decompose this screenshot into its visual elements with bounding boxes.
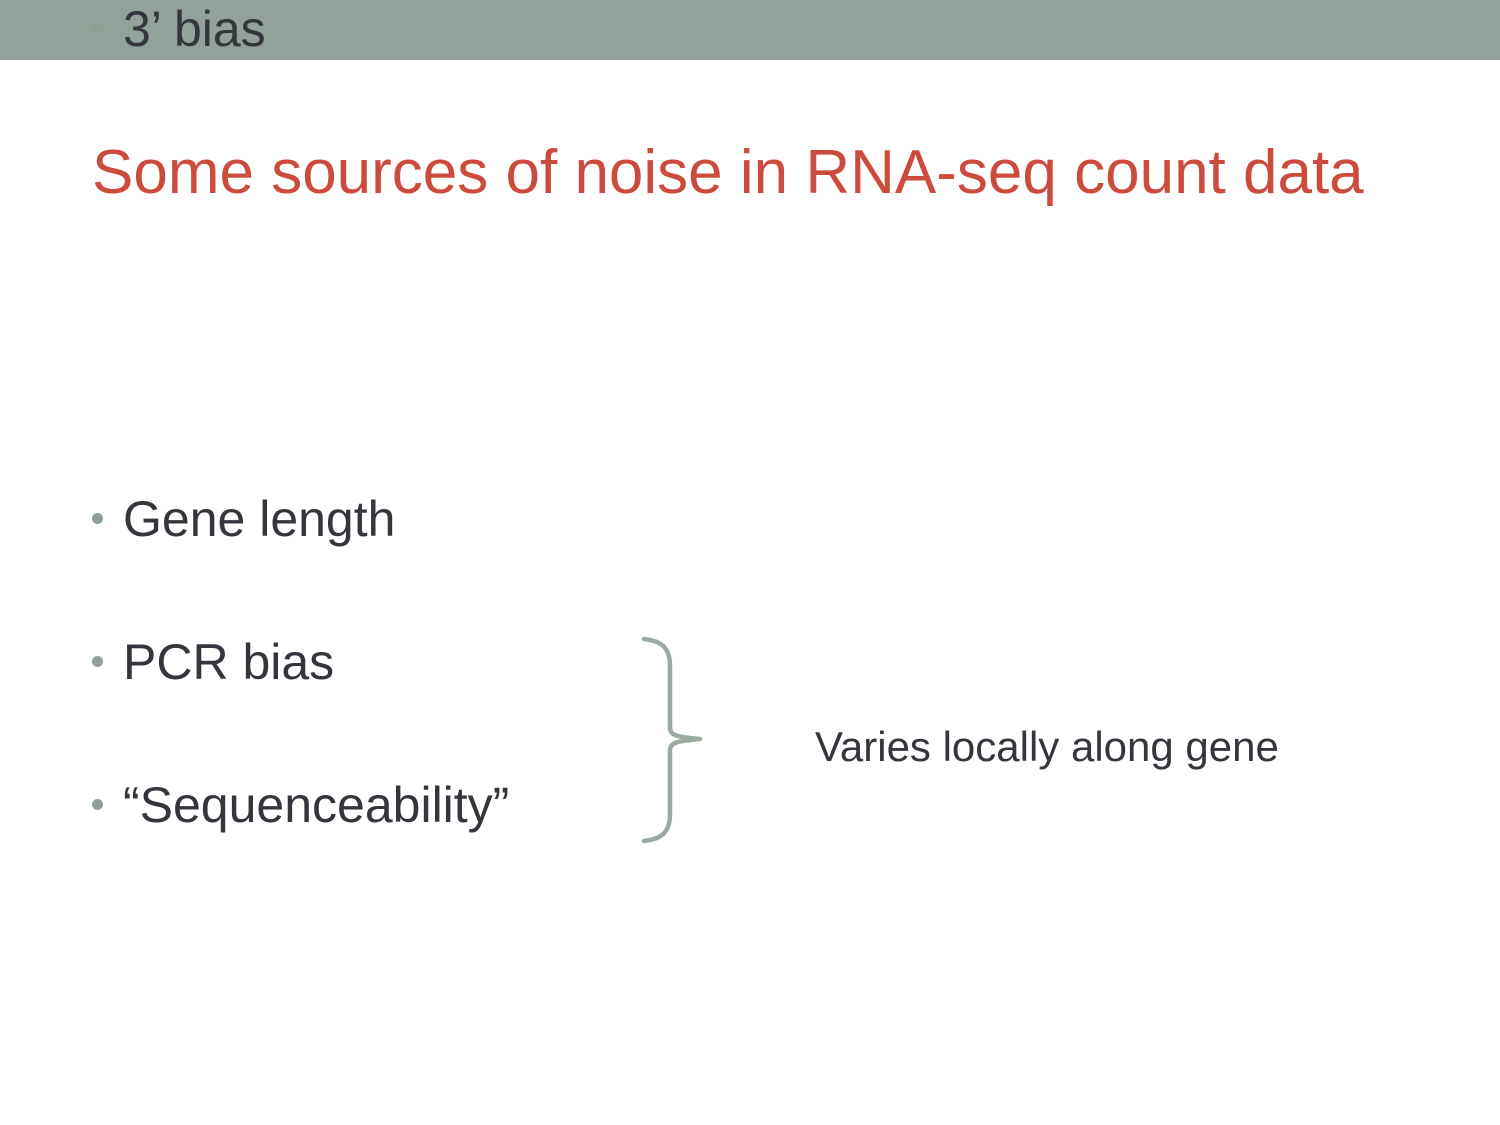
- bullet-label: PCR bias: [123, 634, 335, 690]
- bullet-dot-icon: [92, 23, 103, 34]
- bullet-dot-icon: [92, 513, 103, 524]
- bullet-item-3prime-bias: 3’ bias: [92, 0, 266, 58]
- annotation-varies-label: Varies locally along gene: [815, 723, 1279, 770]
- bullet-dot-icon: [92, 799, 103, 810]
- bullet-label: Gene length: [123, 491, 396, 547]
- bullet-item-gene-length: Gene length: [92, 490, 395, 548]
- bullet-item-sequenceability: “Sequenceability”: [92, 776, 509, 834]
- bullet-label: “Sequenceability”: [123, 777, 510, 833]
- top-accent-bar: [0, 0, 1500, 60]
- slide-title: Some sources of noise in RNA-seq count d…: [92, 138, 1364, 207]
- bullet-label: 3’ bias: [123, 1, 266, 57]
- bullet-dot-icon: [92, 656, 103, 667]
- bullet-item-pcr-bias: PCR bias: [92, 633, 334, 691]
- brace-right-icon: [641, 636, 703, 844]
